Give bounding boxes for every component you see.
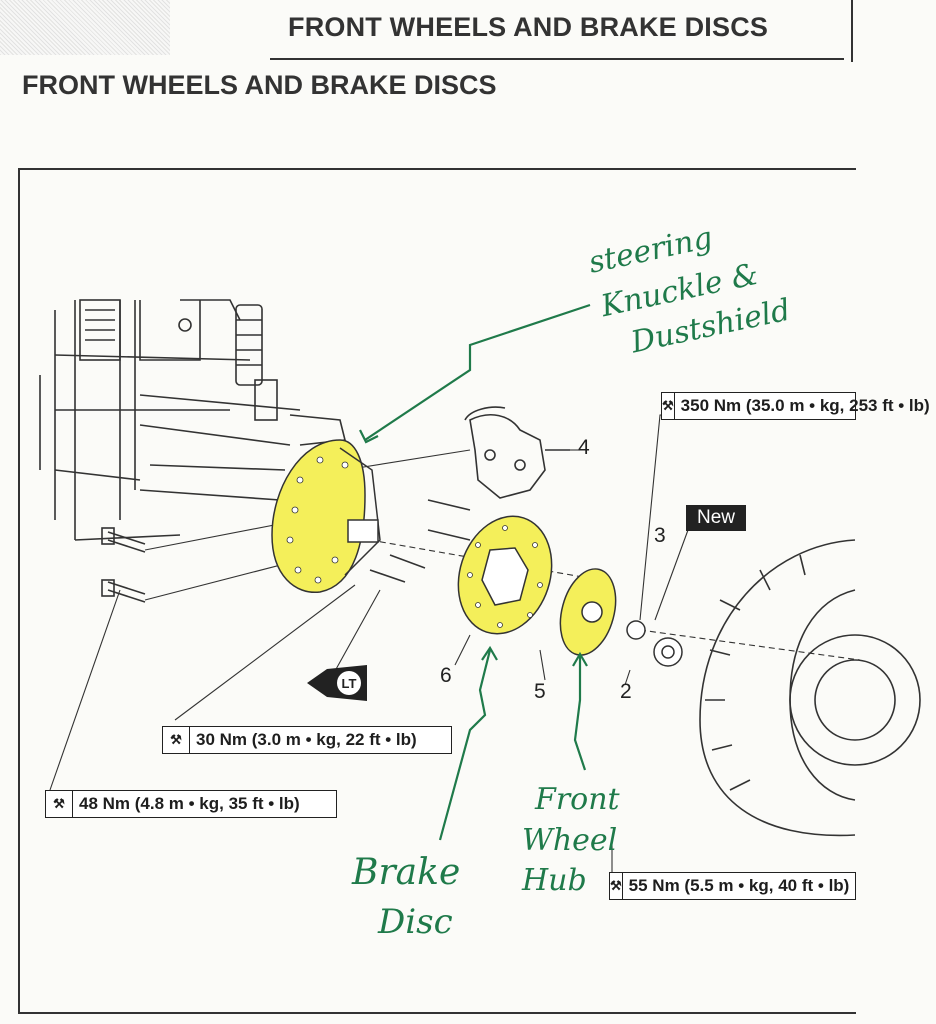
running-header-title: FRONT WHEELS AND BRAKE DISCS [288, 12, 769, 42]
section-title: FRONT WHEELS AND BRAKE DISCS [22, 70, 497, 100]
part-number-5: 5 [534, 680, 546, 703]
header-rule [270, 58, 844, 60]
lt-locking-agent-icon: LT [307, 665, 367, 701]
lt-label: LT [342, 676, 357, 691]
torque-wrench-icon: ⚒ [662, 393, 675, 419]
new-part-badge: New [686, 505, 746, 531]
part-number-2: 2 [620, 680, 632, 703]
scan-noise [0, 0, 170, 55]
bolts [101, 499, 471, 603]
torque-spec-55: ⚒ 55 Nm (5.5 m • kg, 40 ft • lb) [609, 872, 856, 900]
diagram-frame [18, 168, 856, 1014]
torque-spec-48: ⚒ 48 Nm (4.8 m • kg, 35 ft • lb) [45, 790, 337, 818]
torque-value: 55 Nm (5.5 m • kg, 40 ft • lb) [628, 876, 850, 895]
chassis-frame [39, 299, 251, 541]
handwritten-hub: Hub [522, 863, 587, 898]
steering-knuckle-dustshield [271, 439, 381, 593]
handwritten-brake: Brake [352, 852, 461, 893]
disc-holes [286, 456, 543, 628]
header-vertical-rule [851, 0, 853, 62]
part-number-6: 6 [440, 664, 452, 687]
axle-nut-and-washer [626, 620, 683, 667]
shock-absorber [235, 304, 278, 421]
torque-spec-350: ⚒ 350 Nm (35.0 m • kg, 253 ft • lb) [661, 392, 930, 420]
handwritten-front: Front [535, 782, 620, 817]
torque-value: 350 Nm (35.0 m • kg, 253 ft • lb) [680, 396, 930, 415]
torque-value: 48 Nm (4.8 m • kg, 35 ft • lb) [79, 794, 300, 813]
exploded-view-diagram [39, 299, 921, 895]
torque-wrench-icon: ⚒ [163, 727, 190, 753]
torque-wrench-icon: ⚒ [610, 873, 623, 899]
a-arms [139, 394, 346, 501]
handwritten-disc: Disc [378, 902, 453, 942]
front-wheel-hub [559, 568, 617, 656]
part-number-3: 3 [654, 524, 666, 547]
handwritten-wheel: Wheel [522, 823, 618, 858]
part-number-4: 4 [578, 436, 590, 459]
annotation-arrows [359, 303, 591, 841]
brake-caliper [464, 406, 570, 499]
torque-spec-30: ⚒ 30 Nm (3.0 m • kg, 22 ft • lb) [162, 726, 452, 754]
brake-disc [457, 515, 553, 635]
tire [699, 539, 921, 837]
leader-lines [49, 414, 861, 895]
torque-wrench-icon: ⚒ [46, 791, 73, 817]
torque-value: 30 Nm (3.0 m • kg, 22 ft • lb) [196, 730, 417, 749]
